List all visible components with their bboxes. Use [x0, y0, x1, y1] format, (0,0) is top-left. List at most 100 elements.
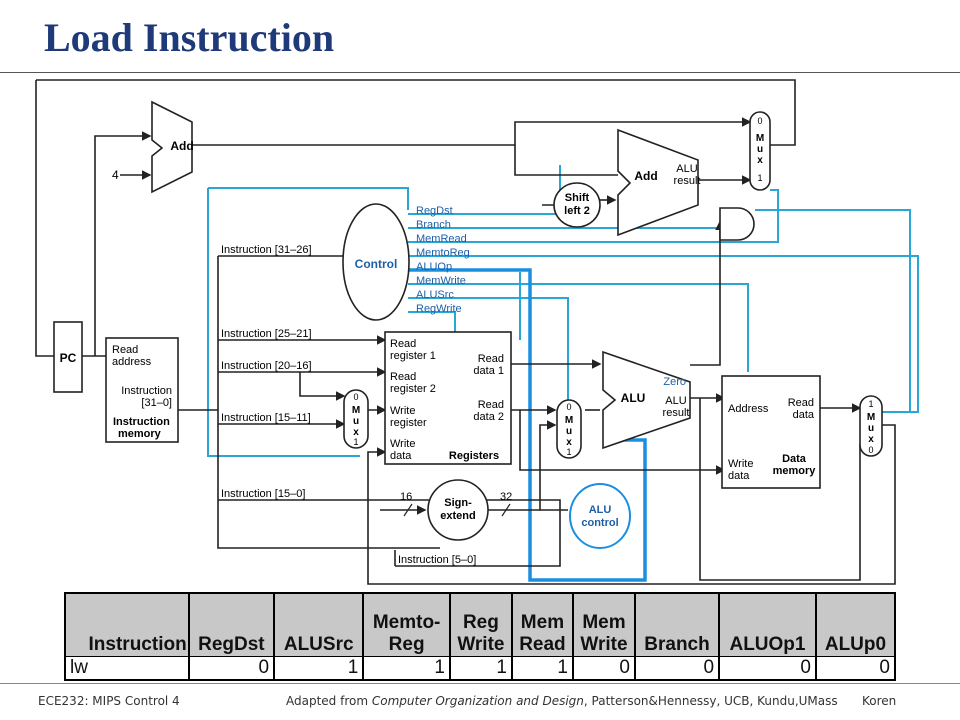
control-line-regwrite — [408, 311, 456, 332]
field-20-16: Instruction [20–16] — [221, 360, 312, 372]
dmem-write-a: Write — [728, 458, 753, 470]
reg-read1-a: Read — [390, 338, 416, 350]
alu-result-b: result — [663, 407, 690, 419]
mux-m: M — [867, 412, 875, 423]
cell-alusrc: 1 — [273, 656, 365, 681]
control-label: Control — [355, 257, 398, 271]
cell-regdst: 0 — [187, 656, 276, 681]
mux-in-1: 1 — [757, 173, 762, 183]
footer-credit-suffix: , Patterson&Hennessy, UCB, Kundu,UMass — [583, 694, 838, 708]
width-16: 16 — [400, 491, 412, 503]
reg-rdata1-a: Read — [478, 353, 504, 365]
reg-rdata2-a: Read — [478, 399, 504, 411]
mux-x: x — [353, 427, 359, 438]
dmem-read-b: data — [793, 409, 815, 421]
control-line-and-out — [755, 209, 911, 412]
reg-read1-b: register 1 — [390, 350, 436, 362]
mux-m: M — [352, 405, 360, 416]
pc-adder-label: Add — [170, 139, 193, 153]
reg-wdata-b: data — [390, 450, 412, 462]
title-divider — [0, 72, 960, 73]
control-line-regdst — [208, 187, 409, 210]
dmem-name-a: Data — [782, 453, 807, 465]
pc-label: PC — [60, 351, 77, 365]
cell-aluop1: 0 — [718, 656, 817, 681]
constant-four: 4 — [112, 168, 119, 182]
dmem-read-a: Read — [788, 397, 814, 409]
imem-name-1: Instruction — [113, 416, 170, 428]
cell-instruction: lw — [64, 656, 190, 681]
mux-x: x — [566, 437, 572, 448]
imem-name-2: memory — [118, 428, 162, 440]
reg-write-b: register — [390, 417, 427, 429]
signal-memtoreg: MemtoReg — [416, 247, 470, 259]
reg-rdata1-b: data 1 — [473, 365, 504, 377]
instruction-fields: Instruction [31–26] Instruction [25–21] … — [221, 244, 476, 566]
slide-title: Load Instruction — [44, 15, 335, 60]
mux-u: u — [868, 423, 874, 434]
width-32: 32 — [500, 491, 512, 503]
memtoreg-mux: 1 M u x 0 — [859, 395, 883, 457]
signal-memwrite: MemWrite — [416, 275, 466, 287]
register-file: Read register 1 Read register 2 Write re… — [384, 331, 512, 465]
dmem-address: Address — [728, 403, 769, 415]
mux-in-0: 0 — [868, 445, 873, 455]
reg-write-a: Write — [390, 405, 415, 417]
alu-zero: Zero — [663, 376, 686, 388]
branch-adder: Add ALU result — [617, 128, 700, 237]
field-15-0: Instruction [15–0] — [221, 488, 305, 500]
control-line-memread — [408, 189, 779, 243]
main-alu: ALU Zero ALU result — [602, 350, 691, 450]
imem-address: address — [112, 356, 152, 368]
shift-left-label-2: left 2 — [564, 205, 590, 217]
dmem-name-b: memory — [773, 465, 817, 477]
alu-control: ALU control — [569, 483, 631, 549]
sign-extend-b: extend — [440, 510, 475, 522]
mux-m: M — [565, 415, 573, 426]
cell-memtoreg: 1 — [362, 656, 451, 681]
signal-alusrc: ALUSrc — [416, 289, 454, 301]
alu-control-a: ALU — [589, 504, 612, 516]
cell-aluop0: 0 — [814, 656, 897, 681]
shift-left-2: Shift left 2 — [553, 182, 601, 228]
footer-author: Koren — [862, 694, 897, 708]
footer-credit-prefix: Adapted from — [286, 694, 372, 708]
imem-instruction: Instruction — [121, 385, 172, 397]
cell-memread: 1 — [510, 656, 575, 681]
reg-wdata-a: Write — [390, 438, 415, 450]
signal-aluop: ALUOp — [416, 261, 452, 273]
pc-adder: Add — [151, 100, 194, 194]
mux-in-0: 0 — [757, 116, 762, 126]
footer-divider — [0, 683, 960, 684]
control-line-instr-loop — [207, 188, 360, 457]
mux-u: u — [757, 144, 763, 155]
alusrc-mux: 0 M u x 1 — [556, 399, 582, 459]
footer-course: ECE232: MIPS Control 4 — [38, 694, 180, 708]
mux-in-1: 1 — [868, 399, 873, 409]
mux-in-0: 0 — [353, 392, 358, 402]
control-line-memwrite — [408, 283, 749, 372]
reg-name: Registers — [449, 450, 499, 462]
footer-credit: Adapted from Computer Organization and D… — [286, 694, 838, 708]
signal-memread: MemRead — [416, 233, 467, 245]
mux-u: u — [566, 426, 572, 437]
datapath-wires — [35, 79, 896, 585]
active-path — [408, 268, 647, 582]
pc-register: PC — [53, 321, 83, 393]
alu-label: ALU — [621, 391, 646, 405]
field-25-21: Instruction [25–21] — [221, 328, 312, 340]
control-line-alusrc — [408, 297, 569, 402]
sign-extend: Sign- extend — [427, 479, 489, 541]
signal-regwrite: RegWrite — [416, 303, 462, 315]
imem-read: Read — [112, 344, 138, 356]
regdst-mux: 0 M u x 1 — [343, 389, 369, 449]
col-header-regdst: RegDst — [187, 592, 276, 657]
signal-branch: Branch — [416, 219, 451, 231]
reg-read2-a: Read — [390, 371, 416, 383]
field-5-0: Instruction [5–0] — [398, 554, 476, 566]
pc-source-mux: 0 M u x 1 — [749, 111, 771, 191]
cell-branch: 0 — [633, 656, 721, 681]
